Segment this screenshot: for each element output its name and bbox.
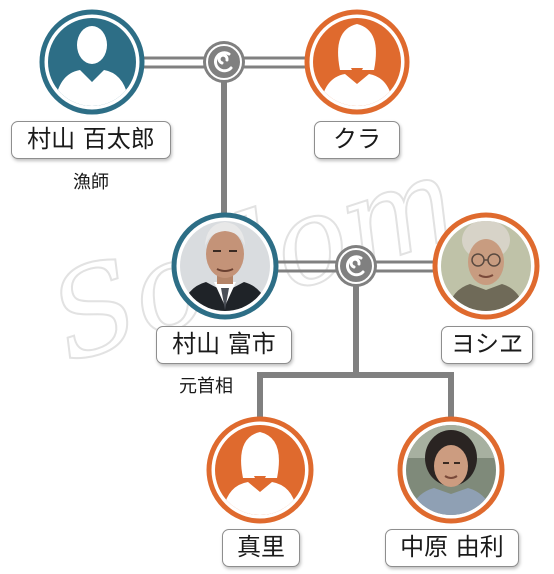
portrait-murayama-tomiichi bbox=[171, 212, 279, 320]
marriage-badge-icon bbox=[335, 245, 377, 287]
portrait-mari bbox=[206, 416, 314, 524]
portrait-kura bbox=[304, 9, 410, 115]
elderly-man-portrait-photo bbox=[180, 221, 270, 311]
person-name-label: 中原 由利 bbox=[385, 529, 519, 567]
person-name-label: 村山 百太郎 bbox=[11, 121, 171, 159]
person-name-label: 村山 富市 bbox=[156, 326, 292, 364]
male-silhouette-icon bbox=[54, 26, 130, 106]
person-role-label: 元首相 bbox=[179, 376, 233, 397]
portrait-murayama-momotaro bbox=[39, 9, 145, 115]
person-role-label: 漁師 bbox=[73, 172, 109, 193]
female-silhouette-icon bbox=[222, 432, 298, 515]
portrait-yoshie bbox=[432, 212, 540, 320]
marriage-badge-icon bbox=[203, 41, 245, 83]
person-name-label: 真里 bbox=[222, 529, 300, 567]
portrait-nakahara-yuri bbox=[397, 416, 505, 524]
person-name-label: クラ bbox=[314, 121, 400, 159]
elderly-woman-portrait-photo bbox=[441, 221, 531, 311]
person-name-label: ヨシヱ bbox=[441, 326, 533, 364]
